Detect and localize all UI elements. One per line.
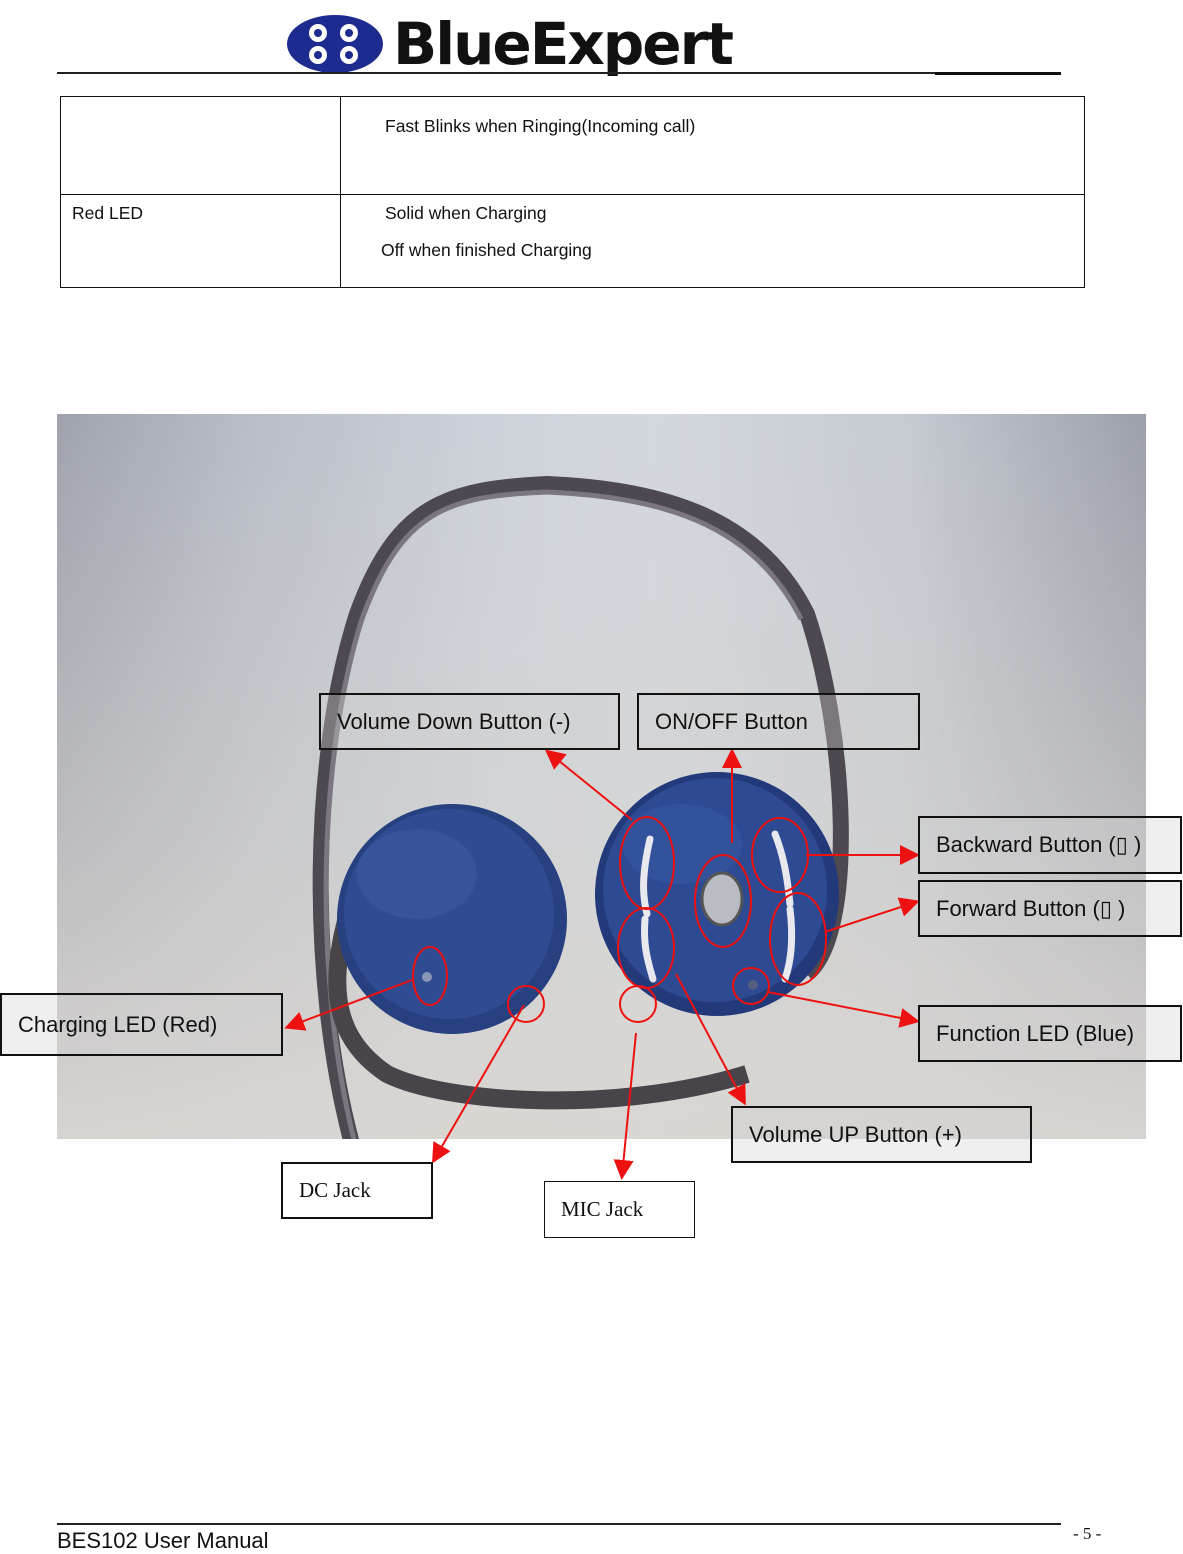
dc-jack-highlight	[507, 985, 545, 1023]
brand-logo: BlueExpert	[285, 4, 734, 84]
header-rule-accent	[935, 72, 1061, 75]
mic-jack-label: MIC Jack	[544, 1181, 695, 1238]
mic-jack-highlight	[619, 985, 657, 1023]
led-behavior-line: Fast Blinks when Ringing(Incoming call)	[385, 116, 696, 136]
volume-down-label: Volume Down Button (-)	[319, 693, 620, 750]
forward-button-label: Forward Button (▯ )	[918, 880, 1182, 937]
led-name-cell	[60, 96, 341, 195]
function-led-label: Function LED (Blue)	[918, 1005, 1182, 1062]
charging-led-highlight	[412, 946, 448, 1006]
label-text: Function LED (Blue)	[936, 1020, 1135, 1046]
footer-title: BES102 User Manual	[57, 1528, 269, 1553]
backward-button-label: Backward Button (▯ )	[918, 816, 1182, 874]
brand-name: BlueExpert	[393, 10, 734, 78]
on-off-highlight	[694, 854, 752, 948]
label-text: Volume Down Button (-)	[337, 708, 571, 734]
label-text: ON/OFF Button	[655, 708, 808, 734]
led-behavior-line: Off when finished Charging	[381, 240, 592, 260]
table-row: Red LED Solid when Charging Off when fin…	[60, 194, 1085, 288]
led-behavior-line: Solid when Charging	[385, 203, 547, 223]
bluexpert-88-logo-icon	[287, 15, 383, 73]
label-text: Backward Button (▯ )	[936, 832, 1142, 857]
label-text: Volume UP Button (+)	[749, 1121, 962, 1147]
photo-background	[57, 414, 1146, 1139]
charging-led-label: Charging LED (Red)	[0, 993, 283, 1056]
label-text: MIC Jack	[561, 1197, 644, 1221]
on-off-label: ON/OFF Button	[637, 693, 920, 750]
footer-rule	[57, 1523, 1061, 1525]
led-behavior-cell: Fast Blinks when Ringing(Incoming call)	[340, 96, 1085, 195]
forward-highlight	[769, 892, 827, 986]
headset-photo	[57, 414, 1146, 1139]
header-rule	[57, 72, 1061, 74]
volume-up-highlight	[617, 907, 675, 989]
led-name-cell: Red LED	[60, 194, 341, 288]
function-led-highlight	[732, 967, 770, 1005]
label-text: Forward Button (▯ )	[936, 895, 1126, 921]
table-row: Fast Blinks when Ringing(Incoming call)	[60, 96, 1085, 195]
volume-up-label: Volume UP Button (+)	[731, 1106, 1032, 1163]
led-name: Red LED	[72, 203, 144, 223]
label-text: DC Jack	[299, 1178, 371, 1202]
led-behavior-cell: Solid when Charging Off when finished Ch…	[340, 194, 1085, 288]
led-status-table: Fast Blinks when Ringing(Incoming call) …	[60, 96, 1085, 288]
page-number: - 5 -	[1073, 1524, 1102, 1543]
volume-down-highlight	[619, 816, 675, 910]
backward-highlight	[751, 817, 809, 893]
dc-jack-label: DC Jack	[281, 1162, 433, 1219]
label-text: Charging LED (Red)	[18, 1011, 218, 1037]
